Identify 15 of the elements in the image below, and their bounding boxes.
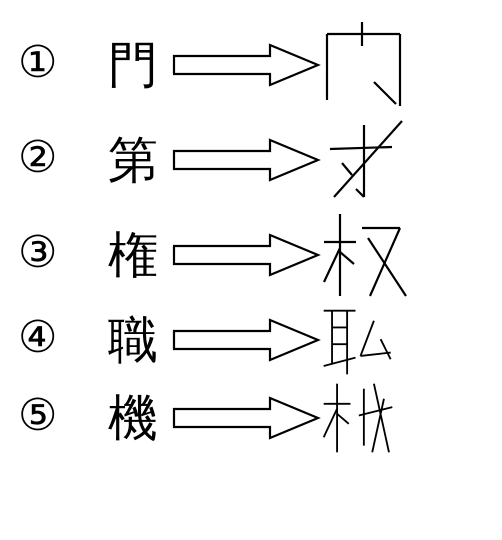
kanji-character: 門 — [100, 35, 166, 95]
kanji-character: 職 — [100, 310, 166, 370]
circled-number: ④ — [18, 316, 58, 360]
block-arrow — [172, 396, 321, 440]
block-arrow — [172, 43, 321, 87]
circled-number: ⑤ — [18, 394, 58, 438]
circled-number: ③ — [18, 231, 58, 275]
kanji-character: 権 — [100, 225, 166, 285]
block-arrow — [172, 233, 321, 277]
circled-number: ① — [18, 41, 58, 85]
kanji-character: 機 — [100, 388, 166, 448]
circled-number: ② — [18, 136, 58, 180]
block-arrow — [172, 138, 321, 182]
block-arrow — [172, 318, 321, 362]
kanji-character: 第 — [100, 130, 166, 190]
